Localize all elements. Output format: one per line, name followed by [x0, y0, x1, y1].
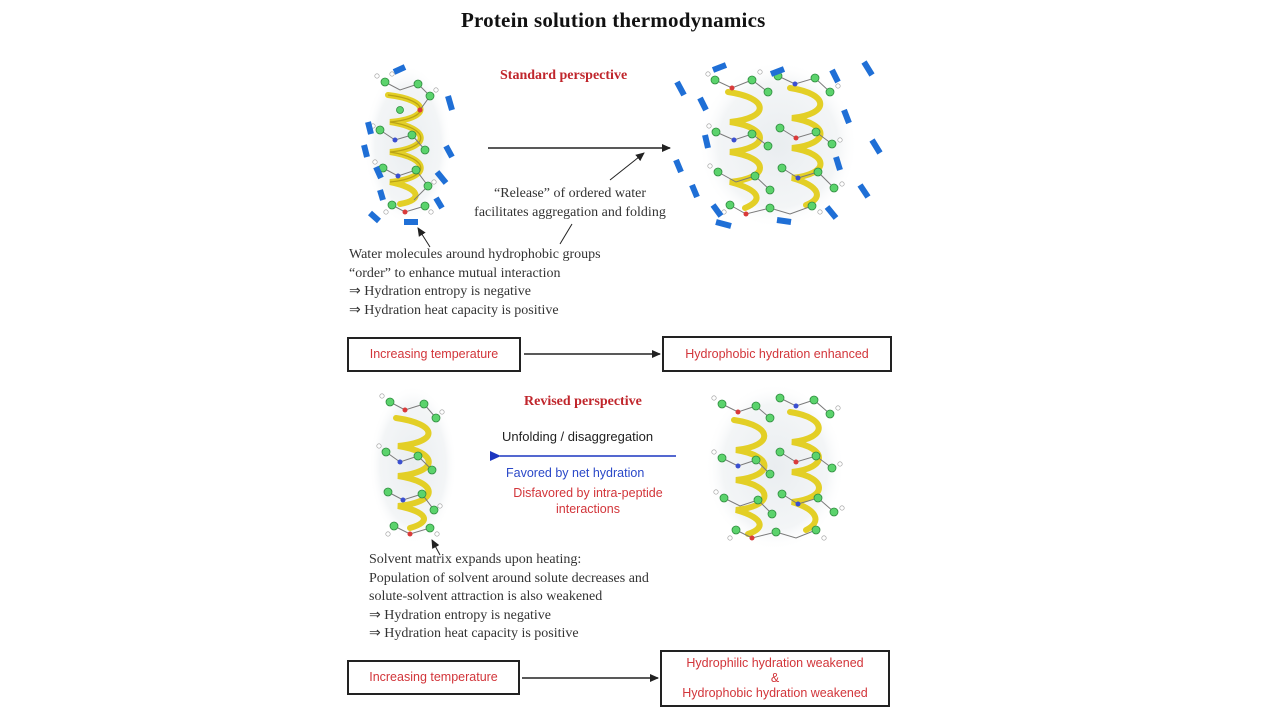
peptide-helix-icon [364, 65, 452, 225]
explanation-line: Water molecules around hydrophobic group… [349, 247, 601, 262]
peptide-dimer-icon [705, 383, 845, 551]
pointer-arrows [417, 152, 645, 248]
disfavored-line: Disfavored by intra-peptide [513, 486, 663, 500]
disfavored-line: interactions [556, 502, 620, 516]
standard-input-box: Increasing temperature [347, 337, 521, 372]
revised-output-box: Hydrophilic hydration weakened & Hydroph… [660, 650, 890, 707]
explanation-line: Solvent matrix expands upon heating: [369, 552, 582, 567]
released-water-icon [673, 60, 883, 229]
output-line: Hydrophobic hydration weakened [682, 686, 868, 700]
explanation-line: “order” to enhance mutual interaction [349, 265, 561, 281]
explanation-line: ⇒ Hydration entropy is negative [369, 607, 552, 623]
process-label: Unfolding / disaggregation [502, 429, 654, 444]
explanation-line: ⇒ Hydration heat capacity is positive [369, 626, 579, 641]
revised-input-box: Increasing temperature [347, 660, 520, 695]
solvent-explanation: Solvent matrix expands upon heating: Pop… [369, 551, 649, 644]
explanation-line: ⇒ Hydration entropy is negative [349, 284, 532, 299]
ordered-water-icon [361, 64, 455, 225]
explanation-line: solute-solvent attraction is also weaken… [369, 589, 603, 604]
solvent-pointer [431, 539, 441, 556]
release-caption: “Release” of ordered water facilitates a… [463, 185, 677, 222]
peptide-helix-icon [369, 385, 457, 545]
standard-heading: Standard perspective [500, 68, 628, 83]
standard-output-box: Hydrophobic hydration enhanced [662, 336, 892, 372]
explanation-line: Population of solvent around solute decr… [369, 570, 649, 586]
caption-line: “Release” of ordered water [494, 186, 646, 201]
peptide-dimer-icon [698, 61, 858, 229]
disfavored-label: Disfavored by intra-peptide interactions [496, 485, 680, 517]
output-line: Hydrophilic hydration weakened [686, 656, 864, 670]
water-explanation: Water molecules around hydrophobic group… [349, 246, 601, 320]
output-line: & [770, 671, 780, 685]
caption-line: facilitates aggregation and folding [474, 204, 666, 220]
explanation-line: ⇒ Hydration heat capacity is positive [349, 302, 559, 318]
revised-heading: Revised perspective [524, 394, 642, 409]
favored-label: Favored by net hydration [506, 466, 645, 480]
